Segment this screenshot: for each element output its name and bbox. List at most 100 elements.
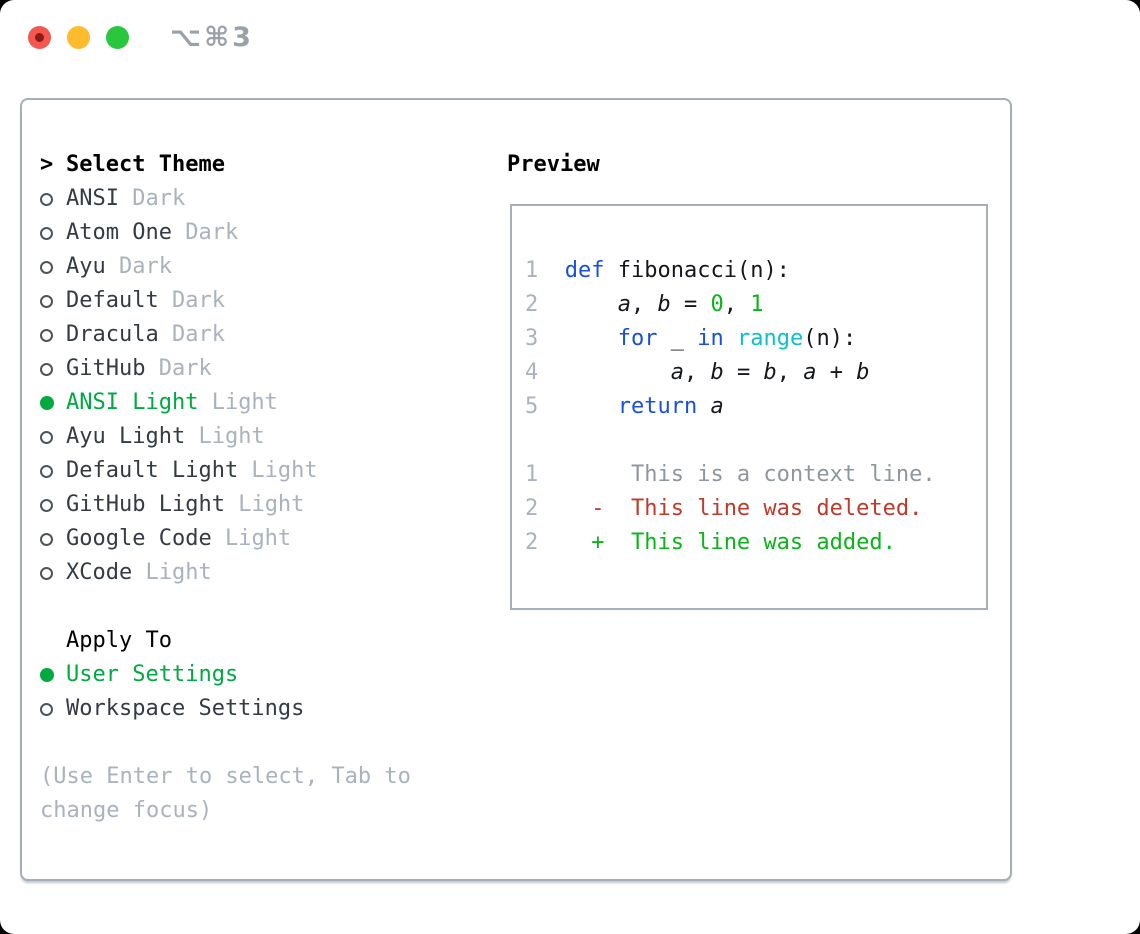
code-token-plain: , <box>776 360 804 385</box>
line-number: 2 <box>525 292 565 317</box>
code-token-plain: = <box>723 360 764 385</box>
code-token-plain <box>724 326 737 351</box>
line-number: 1 <box>525 258 565 283</box>
code-token-plain <box>565 292 618 317</box>
code-token-ctx: This is a context line. <box>564 462 936 487</box>
option-tag: Light <box>224 492 305 517</box>
line-number: 2 <box>525 530 565 555</box>
code-token-num: 0 <box>710 292 724 317</box>
theme-option-atom-one[interactable]: Atom One Dark <box>40 216 411 250</box>
radio-selected-icon <box>40 396 54 410</box>
hint-line: (Use Enter to select, Tab to <box>40 764 411 789</box>
code-token-plain <box>697 394 710 419</box>
radio-icon <box>40 192 53 206</box>
radio-icon <box>40 226 53 240</box>
theme-option-ayu[interactable]: Ayu Dark <box>40 250 411 284</box>
code-token-plain <box>565 394 618 419</box>
code-token-plain <box>565 360 671 385</box>
option-tag: Dark <box>145 356 212 381</box>
radio-icon <box>40 328 53 342</box>
theme-option-github-light[interactable]: GitHub Light Light <box>40 488 411 522</box>
radio-icon <box>40 464 53 478</box>
keyboard-shortcut-label: ⌥⌘3 <box>170 21 254 53</box>
code-line: 2 - This line was deleted. <box>525 492 986 526</box>
close-button[interactable] <box>28 25 51 49</box>
select-theme-title: Select Theme <box>66 152 225 177</box>
spacer <box>40 590 411 624</box>
theme-option-ansi[interactable]: ANSI Dark <box>40 182 411 216</box>
titlebar: ⌥⌘3 <box>28 22 254 53</box>
code-token-plain: + <box>816 360 857 385</box>
code-line: 2 + This line was added. <box>525 526 986 560</box>
code-token-var: b <box>763 360 777 385</box>
option-label: XCode <box>66 560 133 585</box>
option-label: GitHub Light <box>66 492 225 517</box>
minimize-button[interactable] <box>67 25 90 49</box>
option-tag: Light <box>238 458 318 483</box>
code-token-plain: fibonacci(n): <box>604 258 790 283</box>
option-tag: Light <box>132 560 212 585</box>
theme-option-github[interactable]: GitHub Dark <box>40 352 411 386</box>
code-token-var: a <box>710 394 724 419</box>
radio-icon <box>40 430 53 444</box>
option-tag: Dark <box>158 288 225 313</box>
code-line: 1 def fibonacci(n): <box>525 254 986 288</box>
option-tag: Light <box>198 390 278 415</box>
theme-option-dracula[interactable]: Dracula Dark <box>40 318 411 352</box>
code-line: 5 return a <box>525 390 986 424</box>
code-token-plain: , <box>723 292 751 317</box>
radio-icon <box>40 362 53 376</box>
option-label: Default <box>66 288 159 313</box>
preview-title: Preview <box>507 152 600 177</box>
option-label: Default Light <box>66 458 239 483</box>
radio-icon <box>40 702 53 716</box>
code-token-var: a <box>617 292 631 317</box>
code-token-plain: (n): <box>803 326 857 351</box>
radio-icon <box>40 260 53 274</box>
radio-selected-icon <box>40 668 54 682</box>
option-label: ANSI Light <box>66 390 199 415</box>
code-token-plain <box>565 326 618 351</box>
code-line: 4 a, b = b, a + b <box>525 356 986 390</box>
line-number: 1 <box>525 462 565 487</box>
code-token-kw: def <box>564 258 605 283</box>
apply-option-workspace-settings[interactable]: Workspace Settings <box>40 692 411 726</box>
theme-option-default-light[interactable]: Default Light Light <box>40 454 411 488</box>
theme-option-ayu-light[interactable]: Ayu Light Light <box>40 420 411 454</box>
theme-option-ansi-light[interactable]: ANSI Light Light <box>40 386 411 420</box>
theme-option-xcode[interactable]: XCode Light <box>40 556 411 590</box>
theme-option-default[interactable]: Default Dark <box>40 284 411 318</box>
code-token-var: b <box>856 360 870 385</box>
line-number: 5 <box>525 394 565 419</box>
code-token-var: b <box>710 360 724 385</box>
code-token-var: b <box>657 292 671 317</box>
option-label: Workspace Settings <box>66 696 305 721</box>
theme-option-google-code[interactable]: Google Code Light <box>40 522 411 556</box>
code-token-var: a <box>670 360 684 385</box>
prompt-icon: > <box>40 152 54 177</box>
apply-option-user-settings[interactable]: User Settings <box>40 658 411 692</box>
option-tag: Dark <box>158 322 225 347</box>
radio-icon <box>40 566 53 580</box>
code-line: 1 This is a context line. <box>525 458 986 492</box>
code-token-del: - This line was deleted. <box>564 496 923 521</box>
option-tag: Dark <box>105 254 172 279</box>
option-tag: Light <box>211 526 292 551</box>
maximize-button[interactable] <box>106 25 129 49</box>
line-number: 2 <box>525 496 565 521</box>
option-label: Atom One <box>66 220 172 245</box>
option-label: Google Code <box>66 526 212 551</box>
radio-icon <box>40 294 53 308</box>
hint-line: change focus) <box>40 798 213 823</box>
option-tag: Dark <box>118 186 186 211</box>
code-token-var: a <box>803 360 817 385</box>
code-token-plain: , <box>630 292 658 317</box>
apply-to-title: Apply To <box>66 628 172 653</box>
option-label: GitHub <box>66 356 146 381</box>
